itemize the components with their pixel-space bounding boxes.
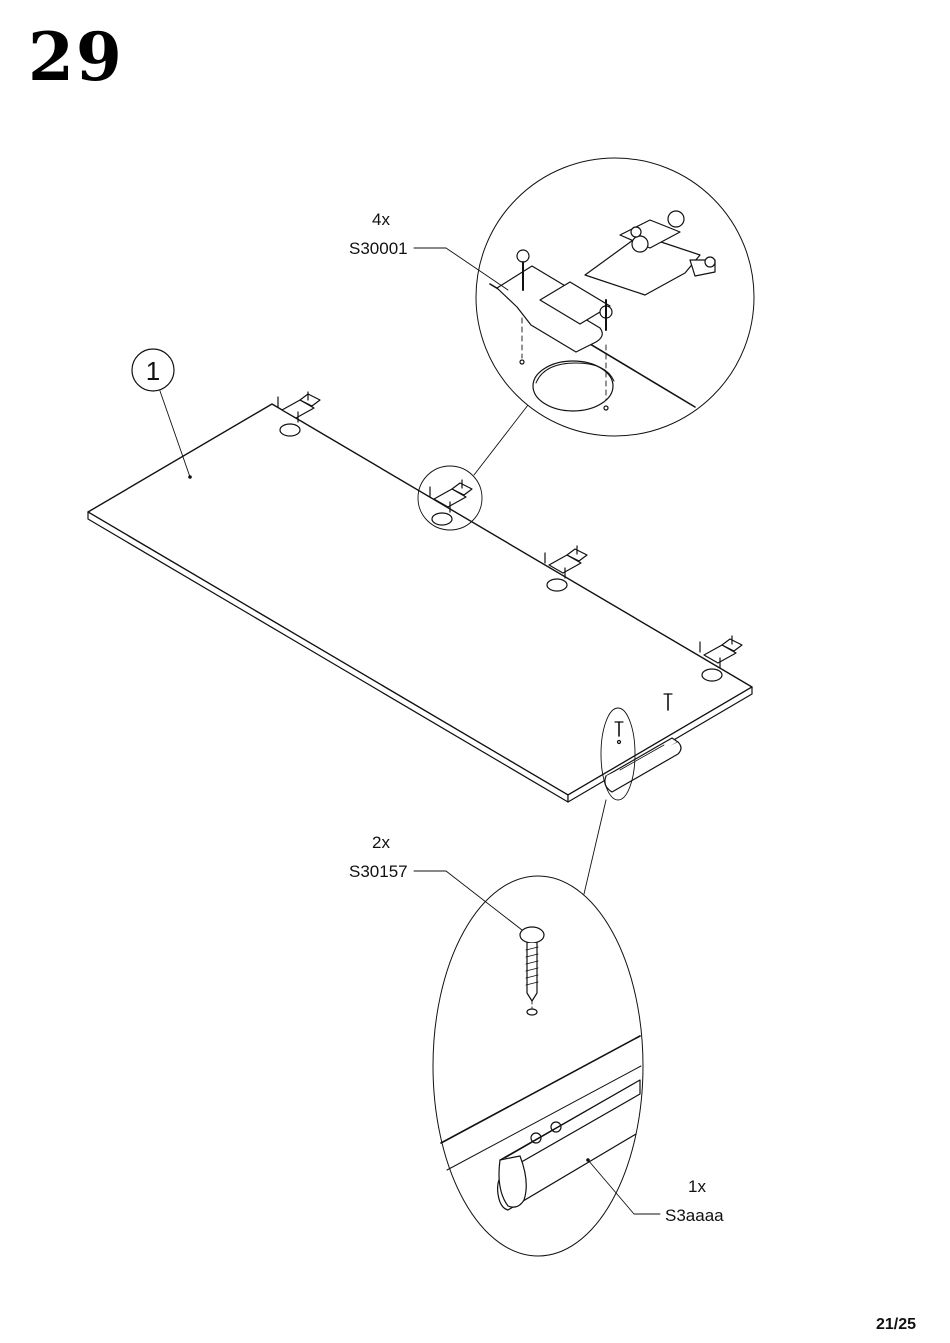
handle-quantity: 1x [688, 1177, 706, 1197]
screw-quantity: 2x [372, 833, 390, 853]
door-panel [88, 404, 752, 802]
hinge-part-code: S30001 [349, 239, 408, 259]
handle-part-code: S3aaaa [665, 1206, 724, 1226]
hinge-quantity: 4x [372, 210, 390, 230]
hinge-small [700, 636, 742, 681]
hinge-detail [476, 158, 754, 436]
part-number-text: 1 [146, 356, 160, 386]
page-counter: 21/25 [876, 1316, 916, 1334]
screw-part-code: S30157 [349, 862, 408, 882]
handle-detail [433, 876, 643, 1256]
